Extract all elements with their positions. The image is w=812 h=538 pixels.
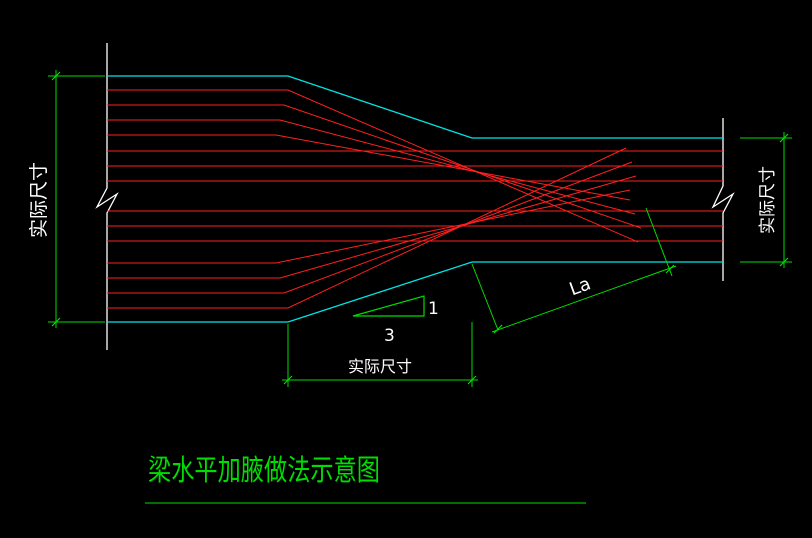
right-column-line bbox=[711, 118, 735, 281]
slope-run-label: 3 bbox=[384, 326, 395, 346]
right-dimension-label: 实际尺寸 bbox=[758, 166, 778, 234]
rebar-haunch-upper-4 bbox=[107, 134, 631, 201]
bottom-dimension bbox=[282, 322, 478, 387]
rebar-lines bbox=[107, 89, 723, 309]
beam-top-edge bbox=[107, 75, 723, 139]
anchorage-dimension bbox=[471, 207, 677, 334]
diagram-title: 梁水平加腋做法示意图 bbox=[148, 453, 380, 487]
anchorage-length-label: La bbox=[567, 273, 594, 300]
rebar-haunch-lower-3 bbox=[107, 175, 637, 279]
rebar-haunch-lower-2 bbox=[107, 161, 633, 294]
left-column-line bbox=[95, 43, 119, 350]
slope-rise-label: 1 bbox=[428, 299, 439, 319]
rebar-haunch-lower-4 bbox=[107, 189, 631, 264]
bottom-dimension-label: 实际尺寸 bbox=[348, 357, 412, 376]
rebar-haunch-lower-1 bbox=[107, 147, 627, 309]
rebar-haunch-upper-1 bbox=[107, 89, 639, 243]
rebar-haunch-upper-2 bbox=[107, 104, 642, 229]
beam-bottom-edge bbox=[107, 261, 723, 323]
left-dimension-label: 实际尺寸 bbox=[28, 162, 50, 238]
slope-triangle bbox=[352, 295, 425, 317]
right-dimension bbox=[740, 132, 792, 268]
left-dimension bbox=[48, 70, 105, 328]
rebar-haunch-upper-3 bbox=[107, 119, 636, 215]
